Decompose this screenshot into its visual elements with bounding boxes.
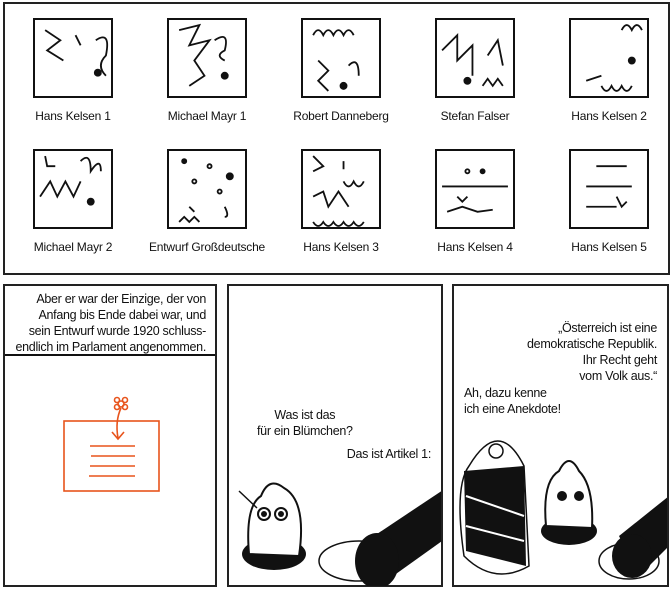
quote-line: Ihr Recht geht (582, 353, 658, 367)
caption-line: endlich im Parlament angenommen. (15, 340, 206, 354)
gallery-item-label: Michael Mayr 1 (167, 109, 247, 123)
question-line: Was ist das (274, 408, 336, 422)
draft-gallery-panel: Hans Kelsen 1 Michael Mayr 1 Robert Danneb… (3, 2, 670, 275)
gallery-item[interactable]: Entwurf Großdeutsche (140, 137, 274, 262)
gallery-item[interactable]: Hans Kelsen 4 (408, 137, 542, 262)
caption-text: Aber er war der Einzige, der von Anfang … (6, 291, 206, 355)
answer-bubble: Das ist Artikel 1: (346, 447, 432, 461)
reply-line: ich eine Anekdote! (464, 402, 561, 416)
draft-sketch-thumbnail[interactable] (301, 149, 381, 229)
quote-line: vom Volk aus.“ (579, 369, 657, 383)
caption-line: Aber er war der Einzige, der von (36, 292, 206, 306)
draft-sketch-thumbnail[interactable] (569, 18, 649, 98)
characters-drawing (238, 482, 441, 586)
gallery-item[interactable]: Michael Mayr 1 (140, 6, 274, 131)
gallery-item[interactable]: Hans Kelsen 5 (542, 137, 672, 262)
gallery-item-label: Stefan Falser (440, 109, 510, 123)
question-bubble: Was ist das für ein Blümchen? (257, 407, 353, 439)
gallery-item-label: Michael Mayr 2 (33, 240, 113, 254)
caption-line: sein Entwurf wurde 1920 schluss- (28, 324, 207, 338)
gallery-item[interactable]: Hans Kelsen 2 (542, 6, 672, 131)
quote-line: demokratische Republik. (527, 337, 657, 351)
gallery-item-label: Hans Kelsen 5 (571, 240, 647, 254)
gallery-item-label: Hans Kelsen 1 (35, 109, 111, 123)
characters-drawing (459, 440, 667, 580)
caption-line: Anfang bis Ende dabei war, und (38, 308, 206, 322)
gallery-item[interactable]: Hans Kelsen 3 (274, 137, 408, 262)
reply-line: Ah, dazu kenne (464, 386, 547, 400)
gallery-item-label: Hans Kelsen 3 (303, 240, 379, 254)
quote-line: „Österreich ist eine (558, 321, 657, 335)
gallery-item[interactable]: Michael Mayr 2 (6, 137, 140, 262)
comic-panel-flower: Was ist das für ein Blümchen? Das ist Ar… (227, 284, 443, 587)
draft-sketch-thumbnail[interactable] (435, 149, 515, 229)
draft-sketch-thumbnail[interactable] (301, 18, 381, 98)
gallery-item[interactable]: Stefan Falser (408, 6, 542, 131)
draft-sketch-thumbnail[interactable] (167, 149, 247, 229)
gallery-item[interactable]: Robert Danneberg (274, 6, 408, 131)
draft-sketch-thumbnail[interactable] (33, 149, 113, 229)
draft-sketch-thumbnail[interactable] (33, 18, 113, 98)
gallery-item-label: Entwurf Großdeutsche (148, 240, 266, 254)
draft-sketch-thumbnail[interactable] (435, 18, 515, 98)
gallery-item-label: Hans Kelsen 2 (571, 109, 647, 123)
document-flower-icon (63, 396, 160, 492)
gallery-item-label: Hans Kelsen 4 (437, 240, 513, 254)
question-line: für ein Blümchen? (257, 424, 353, 438)
quote-bubble: „Österreich ist eine demokratische Repub… (527, 320, 657, 384)
draft-sketch-thumbnail[interactable] (167, 18, 247, 98)
gallery-item-label: Robert Danneberg (293, 109, 389, 123)
comic-panel-caption: Aber er war der Einzige, der von Anfang … (3, 284, 217, 587)
comic-panel-quote: „Österreich ist eine demokratische Repub… (452, 284, 669, 587)
draft-sketch-thumbnail[interactable] (569, 149, 649, 229)
gallery-item[interactable]: Hans Kelsen 1 (6, 6, 140, 131)
reply-bubble: Ah, dazu kenne ich eine Anekdote! (464, 385, 561, 417)
